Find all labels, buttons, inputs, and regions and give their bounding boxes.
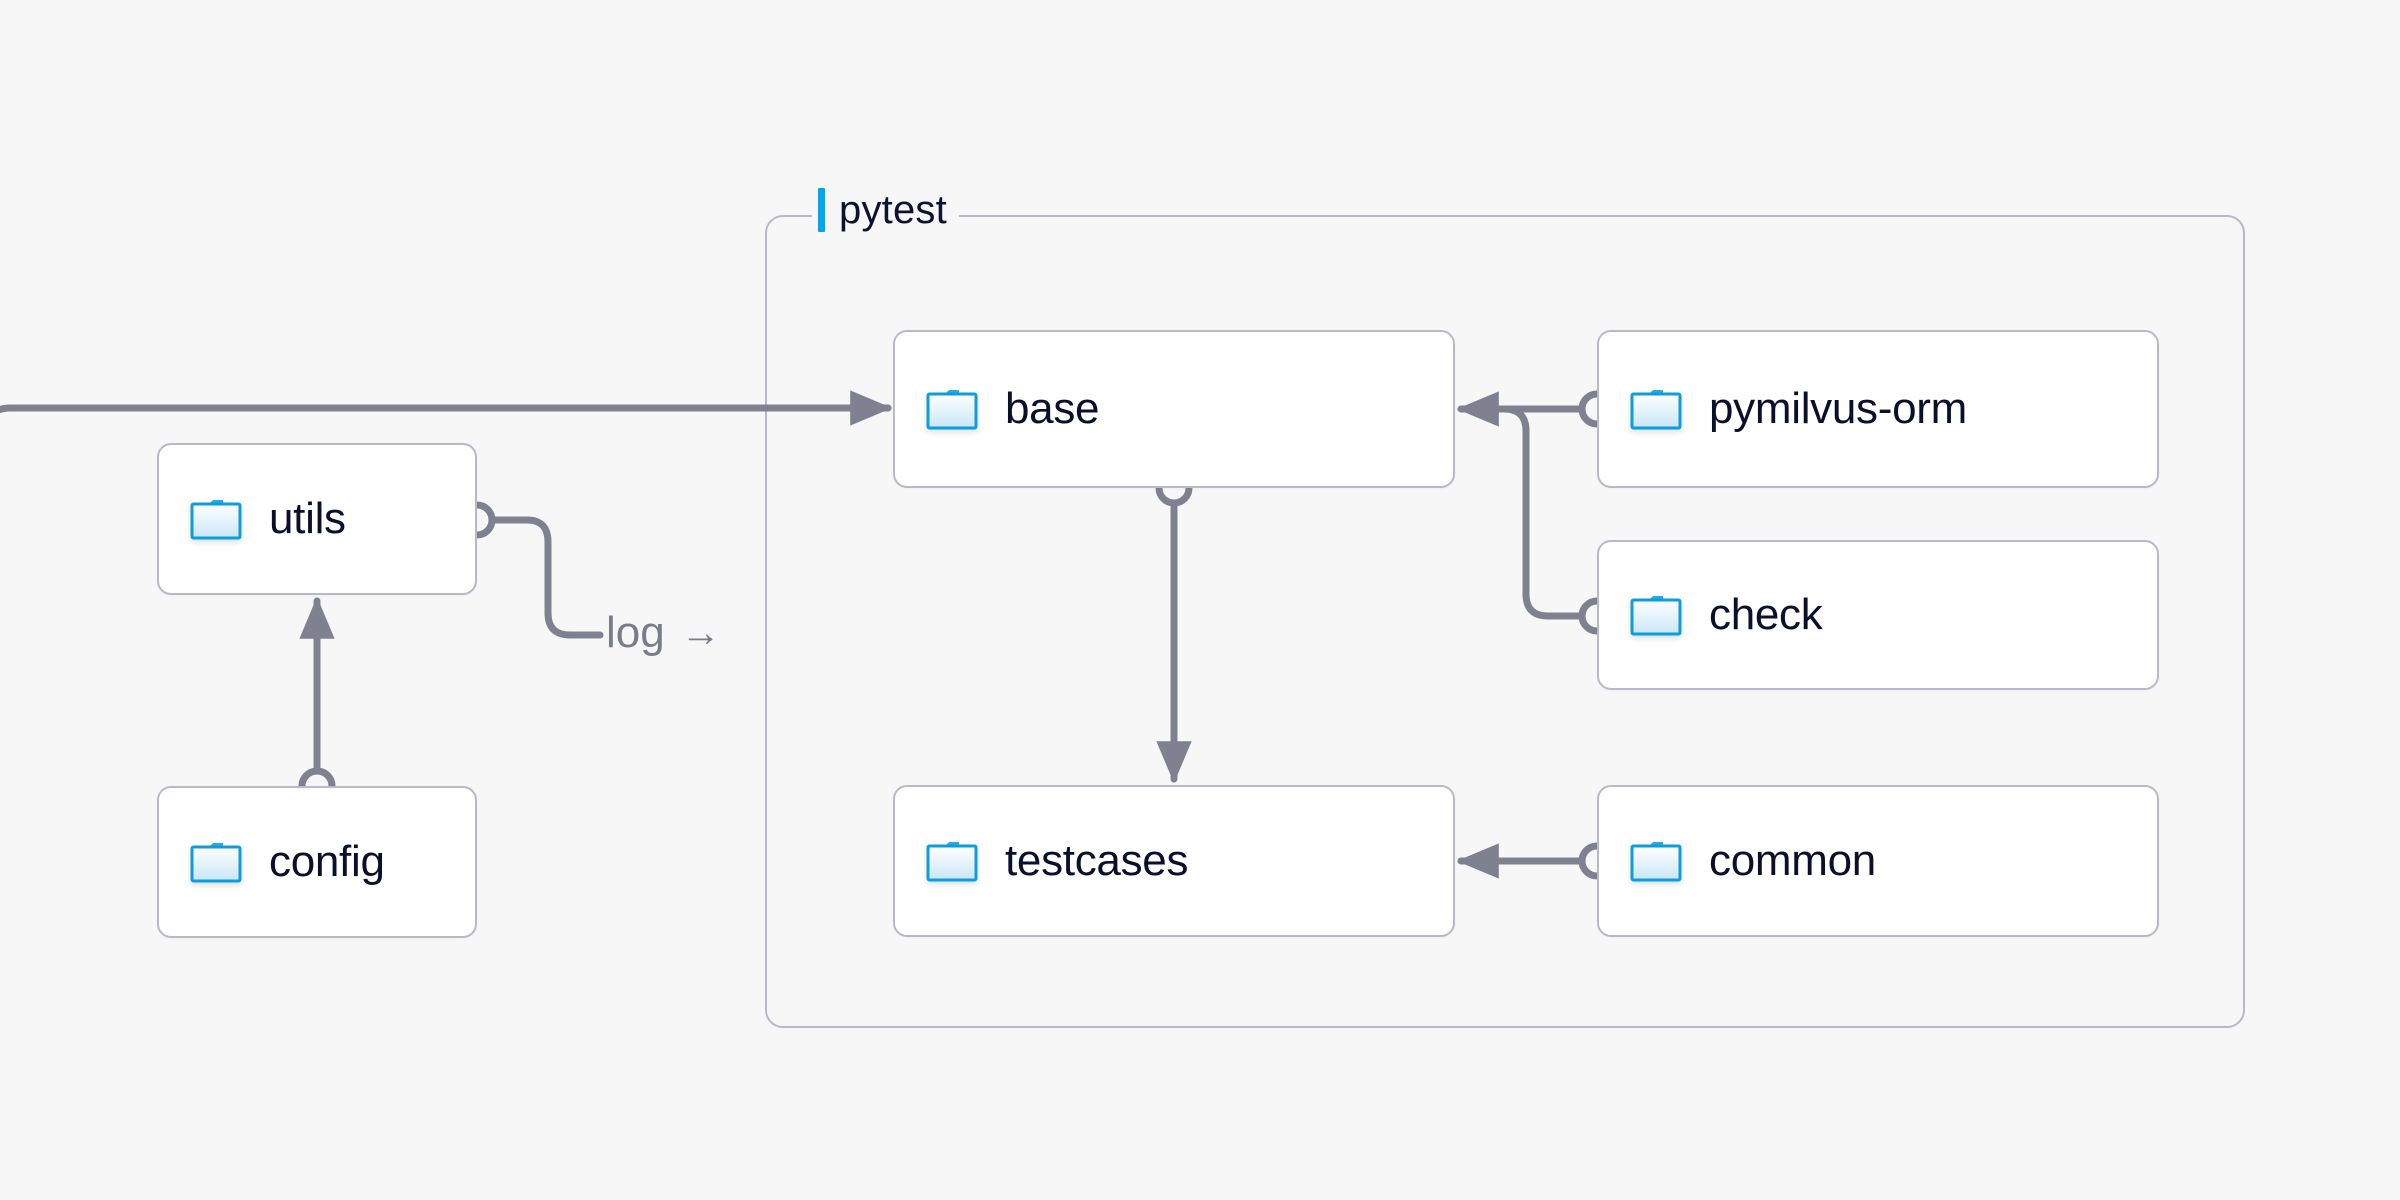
node-utils[interactable]: utils: [157, 443, 477, 595]
node-config-label: config: [269, 837, 385, 886]
node-testcases-label: testcases: [1005, 836, 1189, 885]
folder-icon: [926, 390, 978, 430]
folder-icon: [1630, 596, 1682, 636]
folder-icon: [1630, 842, 1682, 882]
edge-label-log: log →: [606, 608, 721, 658]
node-config[interactable]: config: [157, 786, 477, 938]
folder-icon: [190, 500, 242, 540]
edge-label-log-text: log: [606, 608, 665, 657]
group-accent-bar-icon: [818, 188, 825, 232]
folder-icon: [190, 843, 242, 883]
node-pymilvus-orm[interactable]: pymilvus-orm: [1597, 330, 2159, 488]
folder-icon: [1630, 390, 1682, 430]
node-pymilvus-orm-label: pymilvus-orm: [1709, 384, 1967, 433]
node-common[interactable]: common: [1597, 785, 2159, 937]
node-check-label: check: [1709, 590, 1823, 639]
node-testcases[interactable]: testcases: [893, 785, 1455, 937]
node-base[interactable]: base: [893, 330, 1455, 488]
folder-icon: [926, 842, 978, 882]
node-common-label: common: [1709, 836, 1876, 885]
group-pytest: [765, 215, 2245, 1028]
group-pytest-label: pytest: [812, 182, 959, 238]
edge-utils-to-log: [523, 516, 604, 639]
node-check[interactable]: check: [1597, 540, 2159, 690]
node-utils-label: utils: [269, 494, 346, 543]
group-pytest-label-text: pytest: [839, 187, 947, 232]
arrow-right-icon: →: [680, 611, 721, 655]
node-base-label: base: [1005, 384, 1100, 433]
